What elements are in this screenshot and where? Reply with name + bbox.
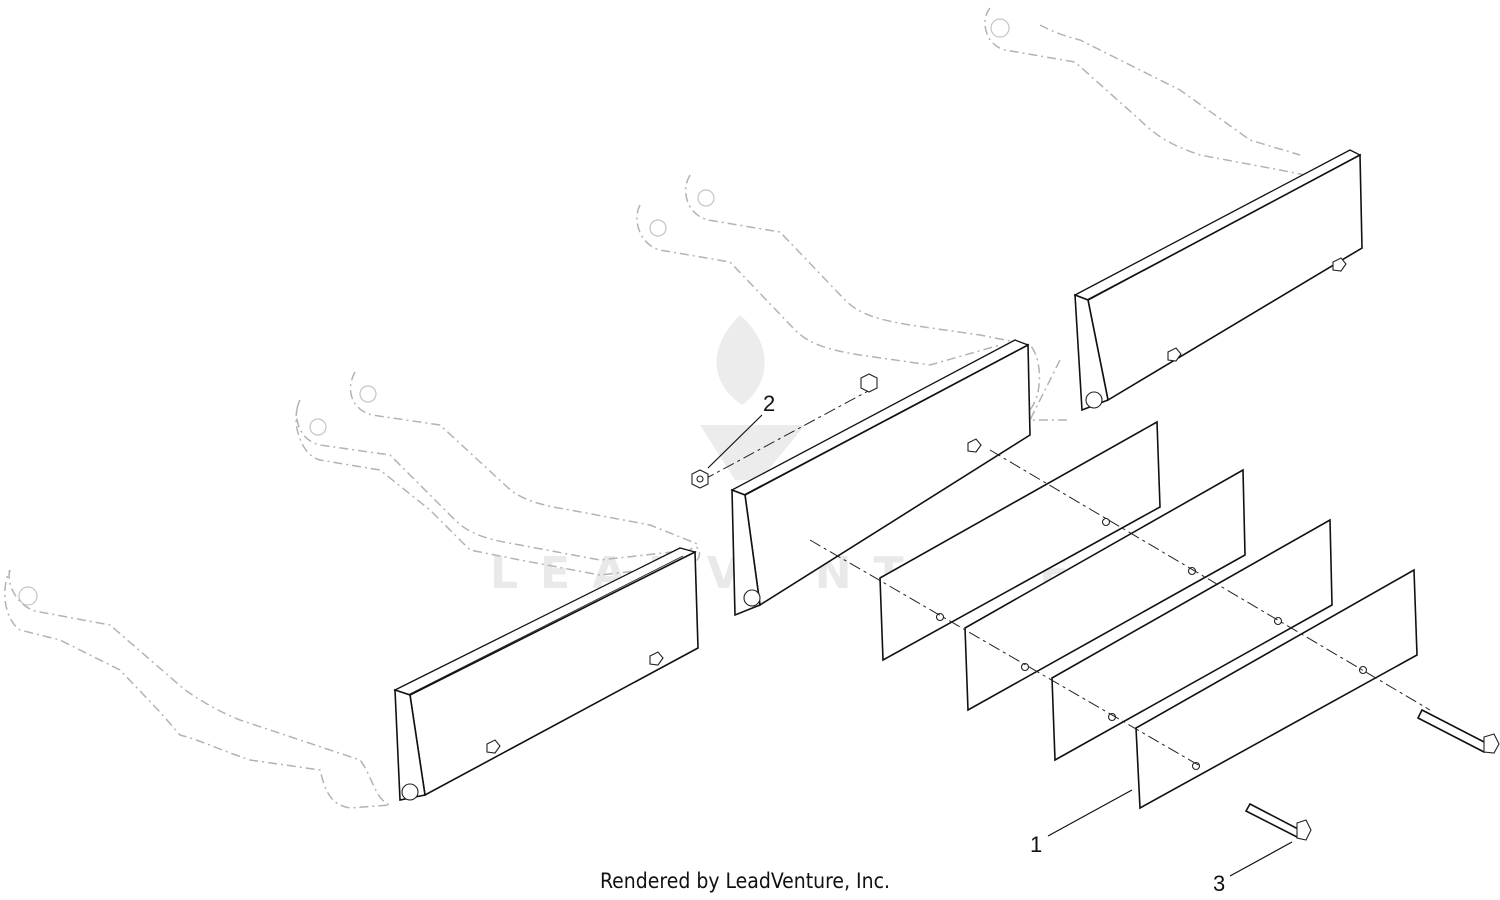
leader-item-1: [1047, 789, 1133, 837]
carriage-bolts: [1244, 708, 1500, 841]
right-stack-bolt-head-1: [1167, 347, 1182, 362]
weight-plate-3: [1051, 518, 1333, 762]
right-stack-nut: [1085, 391, 1103, 409]
nut-item-2-alt: [860, 373, 878, 393]
exploded-weight-plates: [879, 420, 1418, 810]
leader-item-2: [707, 414, 763, 469]
left-pair-pivot-b: [359, 385, 377, 403]
left-stack-bolt-head-2: [649, 651, 664, 666]
center-stack-bolt-head: [967, 438, 982, 453]
left-arm-pivot: [18, 586, 38, 606]
center-pair-arm-b: [685, 174, 1041, 441]
left-stack-side: [394, 688, 426, 801]
center-stack-nut: [743, 589, 761, 607]
lock-nut: [691, 373, 878, 489]
center-stack-side: [731, 488, 761, 617]
right-arm-outline: [984, 7, 1331, 421]
leader-item-3: [1229, 841, 1293, 877]
phantom-arms: [4, 7, 1331, 809]
bolt-upper-head: [1483, 733, 1500, 754]
left-arm-outline: [4, 569, 391, 809]
left-pair-arm-a: [295, 399, 701, 576]
left-stack-bolt-head-1: [486, 739, 501, 754]
bolt-lower-shank: [1244, 802, 1302, 839]
weight-stack-left: [393, 547, 699, 801]
callout-3: 3: [1213, 871, 1225, 896]
right-stack-front: [1087, 153, 1363, 402]
right-stack-bolt-head-2: [1332, 257, 1347, 272]
render-credit: Rendered by LeadVenture, Inc.: [600, 869, 890, 893]
assembly-centerlines: [702, 389, 1431, 767]
weight-stack-center: [730, 339, 1031, 617]
right-arm-pivot: [990, 18, 1010, 38]
weight-stack-right: [1073, 149, 1363, 412]
bolt-lower-head: [1296, 819, 1312, 841]
left-stack-nut: [401, 783, 419, 801]
center-pair-pivot-a: [649, 219, 667, 237]
callout-1: 1: [1030, 832, 1042, 857]
center-pair-pivot-b: [697, 189, 715, 207]
right-stack-side: [1074, 293, 1109, 412]
weight-plate-2: [964, 468, 1246, 712]
bolt-upper-shank: [1416, 708, 1490, 754]
left-pair-pivot-a: [309, 418, 327, 436]
callout-2: 2: [763, 391, 775, 416]
center-pair-arm-a: [636, 204, 1001, 366]
weight-plate-4: [1135, 568, 1418, 810]
left-pair-arm-b: [349, 371, 701, 546]
weight-plate-1: [879, 420, 1161, 662]
leader-lines: [707, 414, 1293, 877]
